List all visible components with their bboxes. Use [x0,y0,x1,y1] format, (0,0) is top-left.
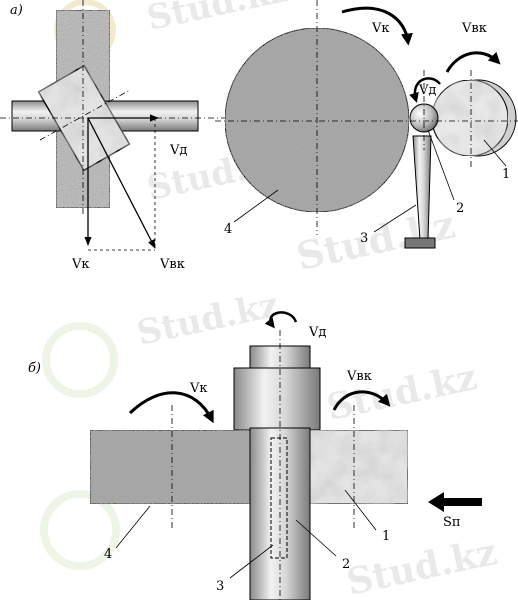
panel-a-label: а) [10,3,23,18]
vvk-vector-arrow [87,117,156,249]
callout-leader [295,519,337,557]
vd-label-left: Vд [169,143,187,158]
vd-rotation-arrow [409,77,441,103]
vk-label-b: Vк [189,381,208,396]
watermark-logo [42,322,118,398]
regulating-wheel-1 [431,79,509,157]
watermark-logo [40,490,120,570]
vvk-rotation-arrow-b [332,390,391,411]
callout-1-right: 1 [502,167,510,182]
callout-leader [233,189,279,223]
callout-4-right: 4 [224,222,232,237]
regulating-wheel-1-side [301,429,409,505]
feed-arrow-sp [428,492,482,512]
watermark-text: Stud.kz [343,531,500,600]
callout-leader [229,544,274,579]
callout-1-b: 1 [382,529,390,544]
vvk-label-left: Vвк [159,257,185,272]
vk-rotation-arrow-b [128,391,214,424]
callout-3-right: 3 [360,231,368,246]
spindle-collar [233,367,321,431]
vvk-label-b: Vвк [346,369,372,384]
vk-label-left: Vк [71,257,90,272]
support-rest-3-hidden [270,437,288,559]
vk-label-right: Vк [371,21,390,36]
callout-leader [344,489,377,531]
callout-2-right: 2 [456,201,464,216]
watermark-text: Stud.kz [323,356,480,429]
callout-3-b: 3 [216,579,224,594]
callout-leader [115,505,151,549]
watermark-text: Stud.kz [144,0,293,39]
support-rest-base [404,237,436,249]
vd-label-right: Vд [418,83,436,98]
vvk-label-right: Vвк [461,21,487,36]
vd-rotation-arrow-b [264,311,298,329]
watermark-text: Stud.kz [134,285,283,354]
sp-label-b: Sп [443,515,461,530]
grinding-wheel-4-side [89,429,251,505]
vd-label-b: Vд [308,325,326,340]
vk-rotation-arrow [341,6,413,46]
callout-2-b: 2 [342,557,350,572]
vvk-rotation-arrow [445,51,501,73]
callout-leader [427,129,455,201]
axis-line [39,89,131,141]
callout-leader [483,139,507,167]
panel-b-label: б) [28,361,41,376]
callout-4-b: 4 [104,547,112,562]
callout-leader [373,204,417,233]
